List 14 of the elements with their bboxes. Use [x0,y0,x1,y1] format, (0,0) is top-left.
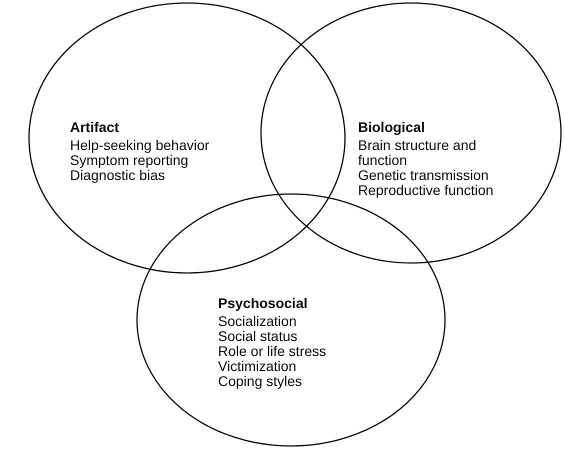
list-item: Diagnostic bias [70,168,165,183]
list-item: Coping styles [218,374,302,389]
list-item: Socialization [218,314,297,329]
list-item: Brain structure and function [358,138,478,168]
list-item: Role or life stress [218,344,326,359]
list-item: Reproductive function [358,183,494,198]
list-item: Symptom reporting [70,153,188,168]
circle-heading: Biological [358,120,425,135]
list-item: Victimization [218,359,296,374]
circle-heading: Psychosocial [218,296,308,311]
list-item: Social status [218,329,298,344]
list-item: Genetic transmission [358,168,489,183]
circle-heading: Artifact [70,120,120,135]
list-item: Help-seeking behavior [70,138,210,153]
